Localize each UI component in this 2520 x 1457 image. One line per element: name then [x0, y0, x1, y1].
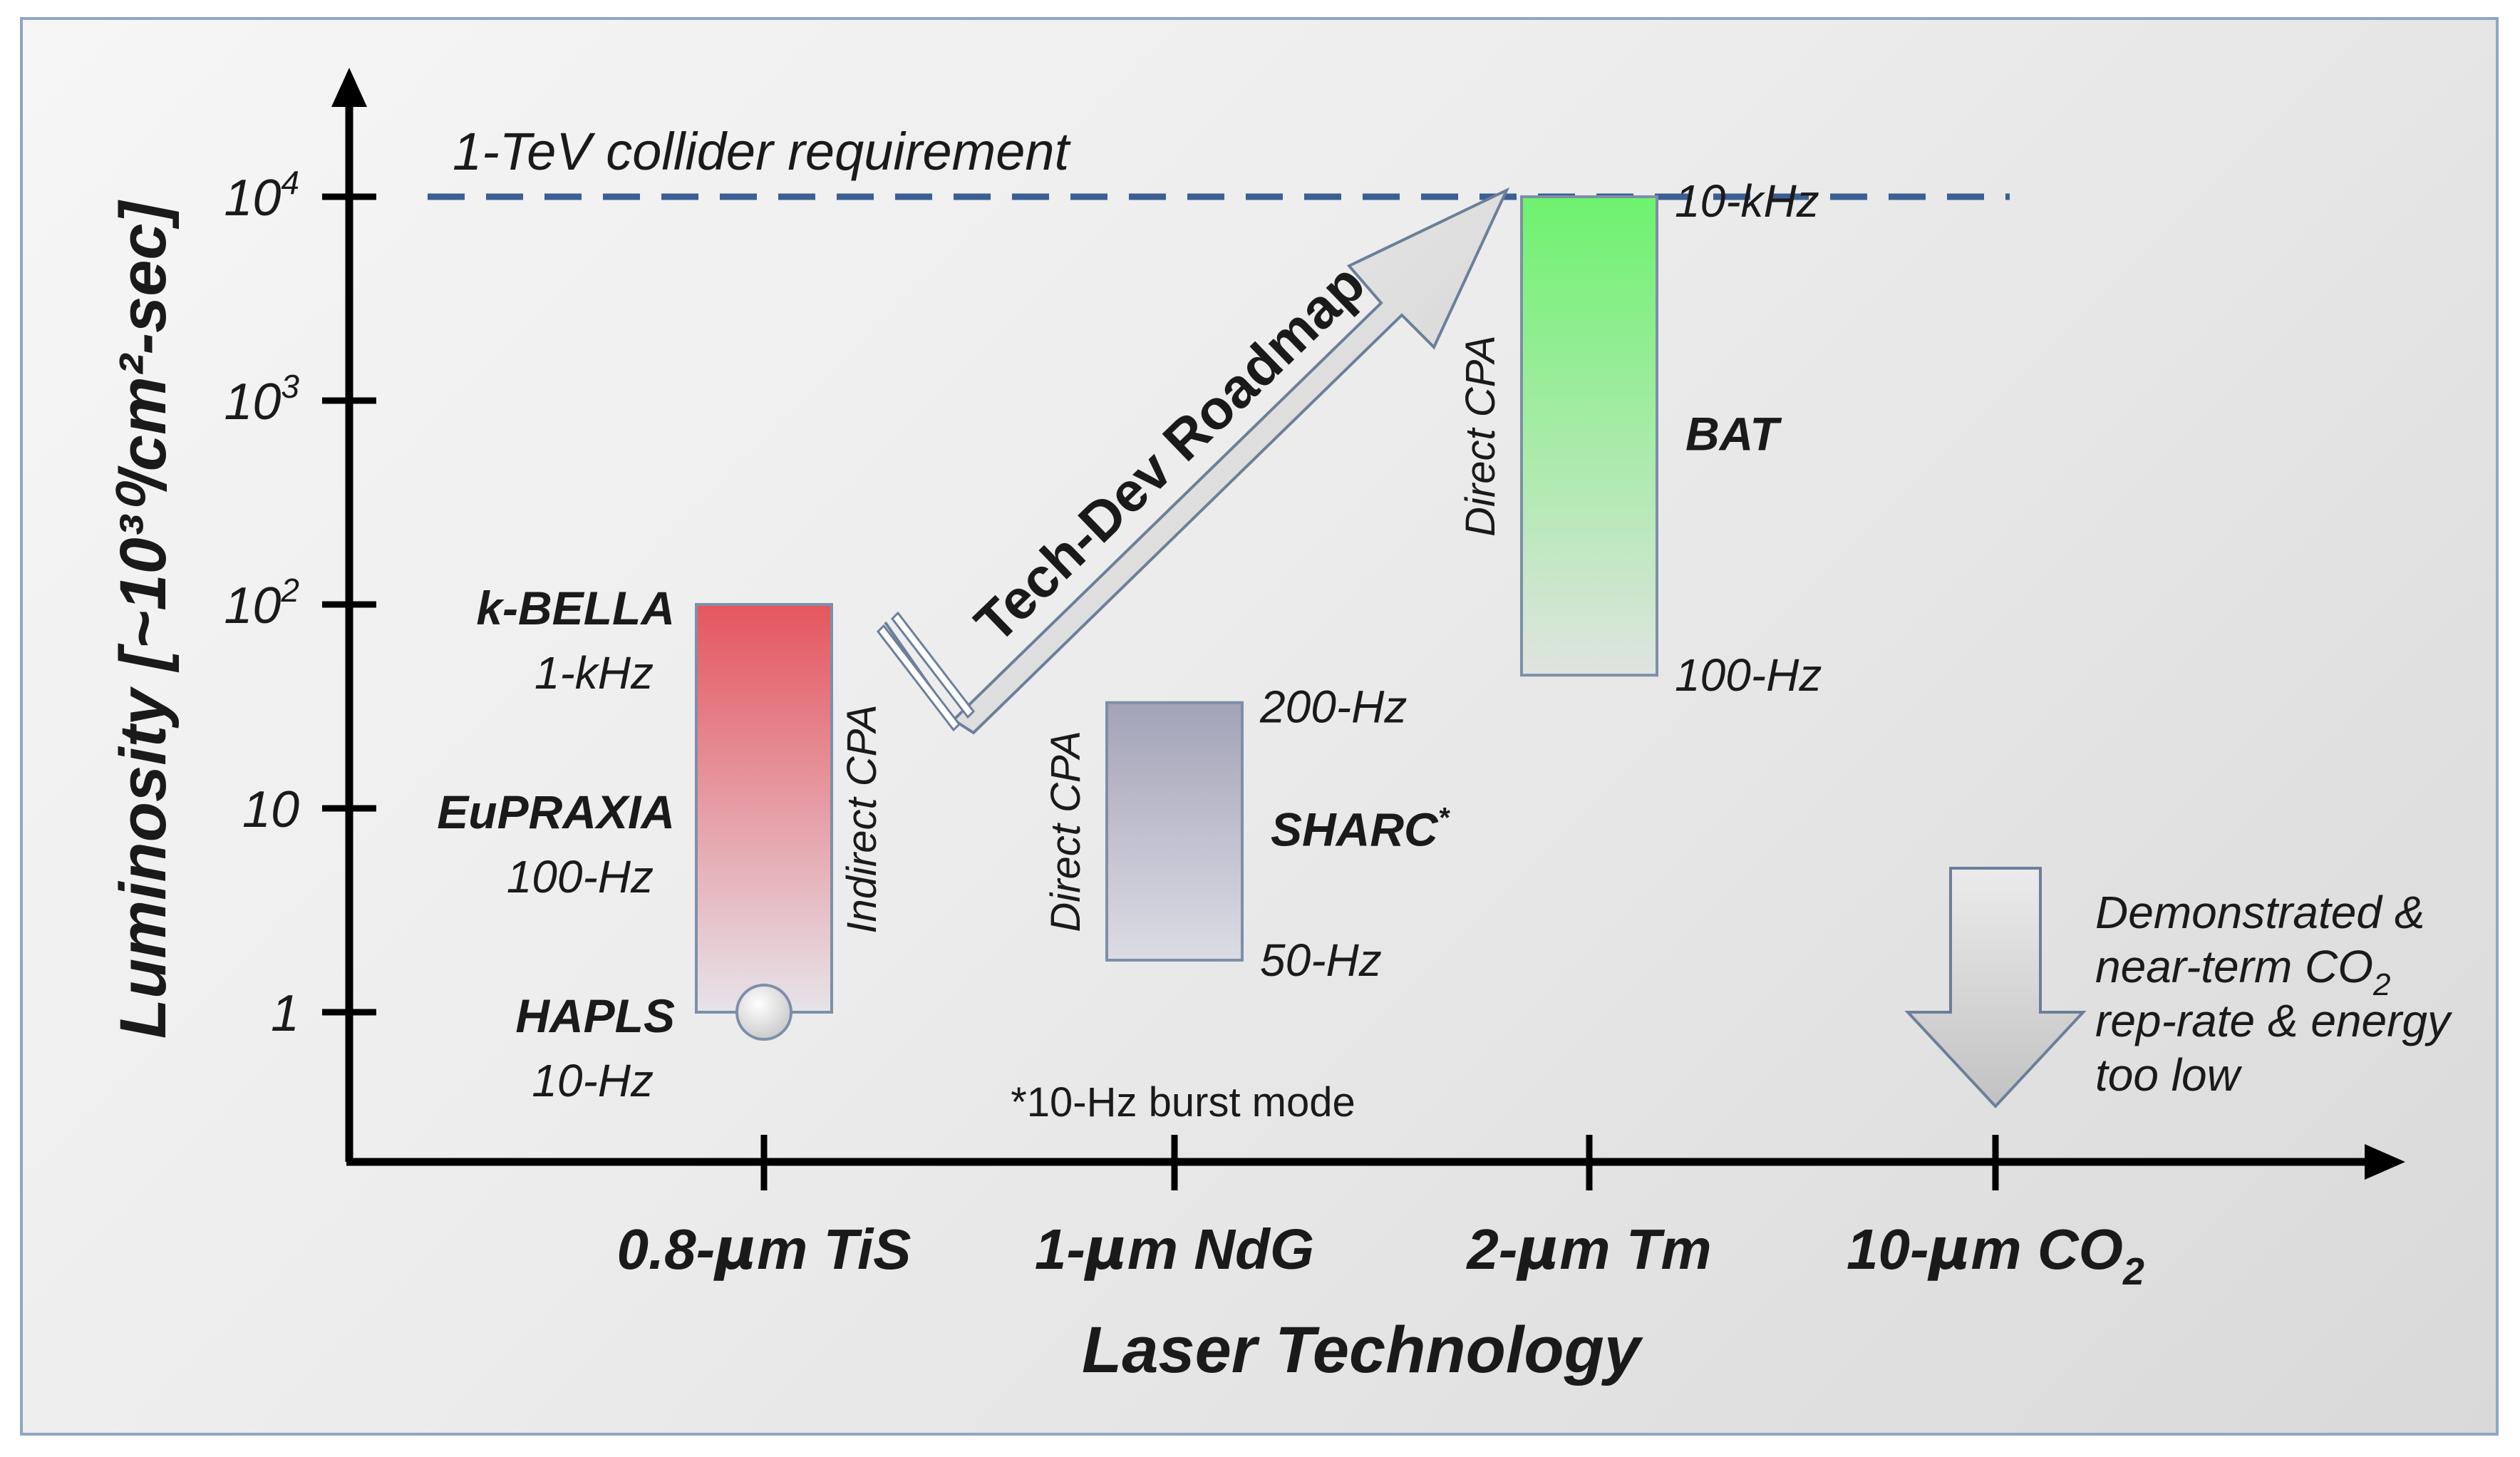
x-label-suffix: m Tm	[1559, 1217, 1711, 1281]
co2-note-line-1: near-term CO2	[2095, 941, 2391, 1002]
y-axis-title: Luminosity [~10³⁰/cm²-sec]	[107, 199, 180, 1039]
co2-note-line-2: rep-rate & energy	[2095, 995, 2453, 1046]
y-tick-label-1: 10	[242, 781, 299, 838]
bar-0	[695, 603, 833, 1014]
roadmap-arrow: Tech-Dev Roadmap	[877, 187, 1510, 735]
x-label-mu: µ	[713, 1216, 757, 1282]
y-tick-base: 10	[242, 781, 299, 838]
x-tick-label-1: 1-µm NdG	[1035, 1216, 1314, 1282]
y-tick-label-4: 104	[224, 164, 299, 227]
bar-0-name-2: HAPLS	[515, 989, 675, 1042]
bar-1-name: SHARC*	[1271, 802, 1451, 855]
y-tick-label-0: 1	[271, 985, 299, 1042]
co2-note-text: near-term CO	[2095, 941, 2373, 992]
x-axis	[346, 1144, 2405, 1180]
co2-note-text: rep-rate & energy	[2095, 995, 2453, 1046]
bar-2-side-label: Direct CPA	[1457, 335, 1504, 537]
bar-1-rate-high: 200-Hz	[1259, 681, 1407, 733]
bar-2-rate-high: 10-kHz	[1675, 175, 1819, 227]
x-tick-label-3: 10-µm CO2	[1847, 1216, 2144, 1293]
requirement-label: 1-TeV collider requirement	[453, 122, 1072, 181]
x-tick-label-2: 2-µm Tm	[1465, 1216, 1711, 1282]
bar-1-rate-low: 50-Hz	[1260, 935, 1382, 986]
y-axis	[331, 68, 367, 1162]
bar-0-rate-2: 10-Hz	[532, 1055, 654, 1106]
y-tick-label-2: 102	[224, 572, 299, 634]
co2-down-arrow	[1904, 867, 2087, 1108]
x-label-prefix: 2-	[1465, 1217, 1517, 1281]
x-axis-title: Laser Technology	[1082, 1314, 1643, 1386]
y-tick-base: 1	[271, 985, 299, 1042]
y-tick-exp: 3	[281, 368, 299, 405]
bar-2-rate-low: 100-Hz	[1675, 649, 1822, 701]
bar-0-rate-1: 100-Hz	[507, 851, 654, 902]
co2-note-line-0: Demonstrated &	[2095, 887, 2425, 938]
bar-0-side-label: Indirect CPA	[839, 704, 885, 933]
x-label-prefix: 0.8-	[616, 1217, 715, 1281]
y-tick-base: 10	[224, 374, 281, 431]
co2-note-text: too low	[2095, 1049, 2243, 1101]
y-tick-label-3: 103	[224, 368, 299, 431]
bar-name-text: BAT	[1685, 408, 1782, 460]
x-label-prefix: 10-	[1847, 1217, 1929, 1281]
bar-1-side-label: Direct CPA	[1043, 731, 1089, 932]
x-label-mu: µ	[1927, 1216, 1971, 1282]
co2-note-text: Demonstrated &	[2095, 887, 2425, 938]
bar-0-name-0: k-BELLA	[476, 582, 675, 634]
bar-name-text: SHARC	[1271, 803, 1439, 855]
x-label-suffix: m CO	[1971, 1217, 2123, 1281]
bar-name-sup: *	[1438, 802, 1451, 833]
x-label-suffix: m NdG	[1127, 1217, 1314, 1281]
x-label-prefix: 1-	[1035, 1217, 1085, 1281]
x-label-mu: µ	[1083, 1216, 1127, 1282]
bar-0-rate-0: 1-kHz	[535, 647, 654, 699]
y-tick-base: 10	[224, 170, 281, 227]
y-tick-exp: 4	[281, 164, 299, 201]
figure-frame	[20, 17, 2499, 1436]
co2-note-subscript: 2	[2372, 967, 2390, 1002]
bar-1	[1105, 701, 1244, 962]
x-label-subscript: 2	[2122, 1250, 2144, 1293]
bar-2	[1520, 195, 1658, 677]
co2-note-line-3: too low	[2095, 1049, 2243, 1101]
bar-0-name-1: EuPRAXIA	[437, 786, 675, 838]
x-label-suffix: m TiS	[757, 1217, 911, 1281]
y-tick-exp: 2	[280, 572, 299, 609]
bar-2-name: BAT	[1685, 408, 1782, 460]
burst-mode-note: *10-Hz burst mode	[1011, 1079, 1355, 1126]
x-label-mu: µ	[1515, 1216, 1559, 1282]
x-tick-label-0: 0.8-µm TiS	[616, 1216, 911, 1282]
hapls-marker	[735, 984, 792, 1041]
roadmap-label: Tech-Dev Roadmap	[963, 252, 1377, 654]
y-tick-base: 10	[224, 577, 281, 634]
